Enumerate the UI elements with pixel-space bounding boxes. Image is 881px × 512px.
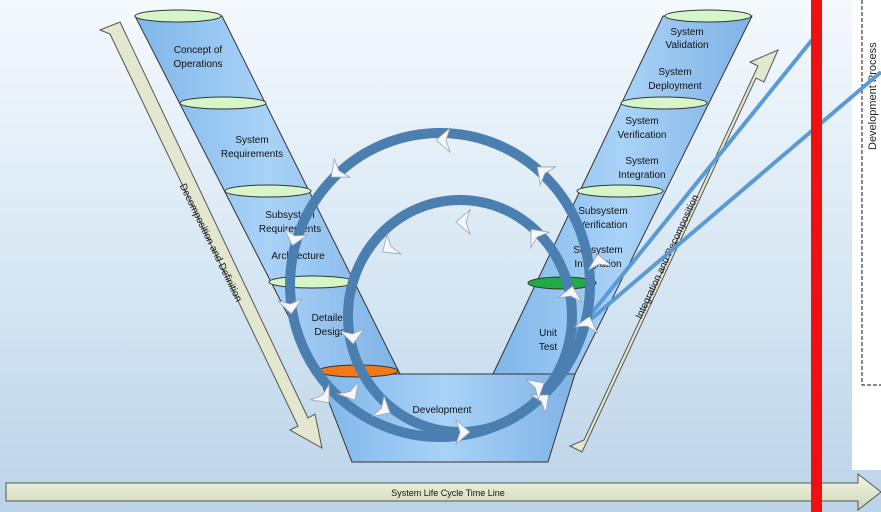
architecture-label: Architecture xyxy=(271,251,325,262)
subsystem-verification-line1: Subsystem xyxy=(578,206,627,217)
system-verification-line1: System xyxy=(625,116,658,127)
concept-of-operations-line2: Operations xyxy=(174,59,223,70)
left-leg-labels: Concept of Operations System Requirement… xyxy=(174,45,349,338)
loop-arrow-icon xyxy=(556,285,583,304)
development-label: Development xyxy=(413,405,472,416)
current-time-marker xyxy=(811,0,822,512)
loop-arrow-icon xyxy=(338,328,366,345)
system-deployment-line1: System xyxy=(658,67,691,78)
connector-lines xyxy=(568,38,881,342)
loop-arrow-icon xyxy=(455,208,471,236)
timeline-arrow: System Life Cycle Time Line xyxy=(5,472,881,512)
loop-arrow-icon xyxy=(530,228,551,250)
system-integration-line2: Integration xyxy=(618,170,665,181)
loop-arrow-icon xyxy=(309,382,330,404)
system-requirements-line2: Requirements xyxy=(221,149,283,160)
unit-test-line2: Test xyxy=(539,342,558,353)
loop-arrow-icon xyxy=(435,126,451,154)
loop-arrowheads xyxy=(276,126,614,446)
subsystem-verification-line2: Verification xyxy=(579,220,628,231)
system-validation-line2: Validation xyxy=(665,40,708,51)
unit-test-line1: Unit xyxy=(539,328,557,339)
loop-arrow-icon xyxy=(587,253,614,272)
outer-loop xyxy=(285,128,595,442)
detailed-design-line1: Detailed xyxy=(312,313,349,324)
loop-arrow-icon xyxy=(382,232,403,255)
right-disks xyxy=(527,9,752,290)
loop-arrow-icon xyxy=(524,378,545,402)
timeline-label: System Life Cycle Time Line xyxy=(391,488,505,498)
subsystem-requirements-line1: Subsystem xyxy=(265,210,314,221)
loop-arrow-icon xyxy=(455,418,471,446)
system-requirements-line1: System xyxy=(235,135,268,146)
subsystem-requirements-line2: Requirements xyxy=(259,224,321,235)
development-process-label: Development Process xyxy=(867,42,879,150)
loop-arrow-icon xyxy=(330,157,352,178)
loop-arrow-icon xyxy=(276,298,304,315)
subsystem-integration-line1: Subsystem xyxy=(573,245,622,256)
system-deployment-line2: Deployment xyxy=(648,81,702,92)
left-disks xyxy=(134,9,399,378)
system-integration-line1: System xyxy=(625,156,658,167)
detailed-design-line2: Design xyxy=(314,327,345,338)
development-process-panel: Development Process xyxy=(852,0,881,470)
loop-arrow-icon xyxy=(370,394,391,418)
system-verification-line2: Verification xyxy=(618,130,667,141)
loop-arrow-icon xyxy=(336,380,360,401)
loop-arrow-icon xyxy=(572,315,599,335)
system-validation-line1: System xyxy=(670,27,703,38)
concept-of-operations-line1: Concept of xyxy=(174,45,223,56)
loop-arrow-icon xyxy=(536,166,558,187)
loop-arrow-icon xyxy=(283,227,310,247)
